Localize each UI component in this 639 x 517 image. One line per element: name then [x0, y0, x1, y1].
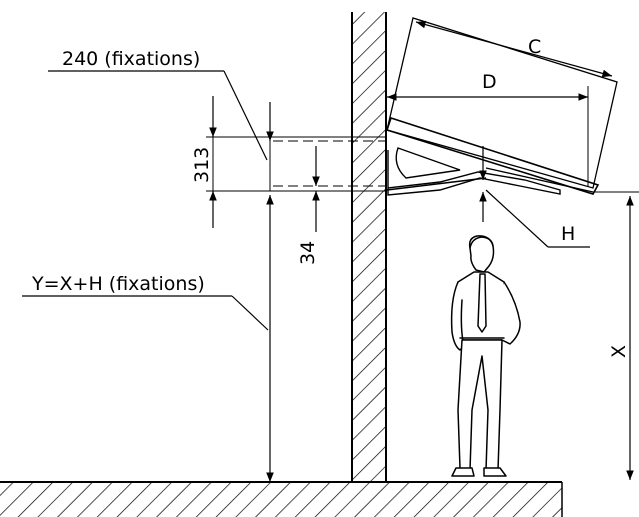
label-c: C: [528, 36, 541, 58]
dimension-h: H: [479, 146, 590, 248]
label-h: H: [561, 223, 575, 245]
ground: [0, 481, 563, 517]
person-figure: [450, 235, 521, 477]
label-240-fixations: 240 (fixations): [62, 48, 200, 70]
dimension-x: X: [592, 191, 639, 480]
dimension-34: 34: [297, 146, 320, 265]
dimension-313: 313: [191, 96, 386, 228]
label-x: X: [608, 345, 630, 358]
dimension-240-fixations: 240 (fixations): [48, 48, 268, 161]
label-313: 313: [191, 147, 213, 183]
awning: [273, 17, 618, 196]
wall: [351, 12, 387, 482]
label-d: D: [482, 71, 497, 93]
label-34: 34: [297, 241, 319, 265]
dimension-c: C: [415, 20, 613, 78]
label-y-formula: Y=X+H (fixations): [31, 273, 205, 295]
dimension-d: D: [387, 71, 589, 187]
dimension-y-formula: Y=X+H (fixations): [22, 273, 269, 331]
